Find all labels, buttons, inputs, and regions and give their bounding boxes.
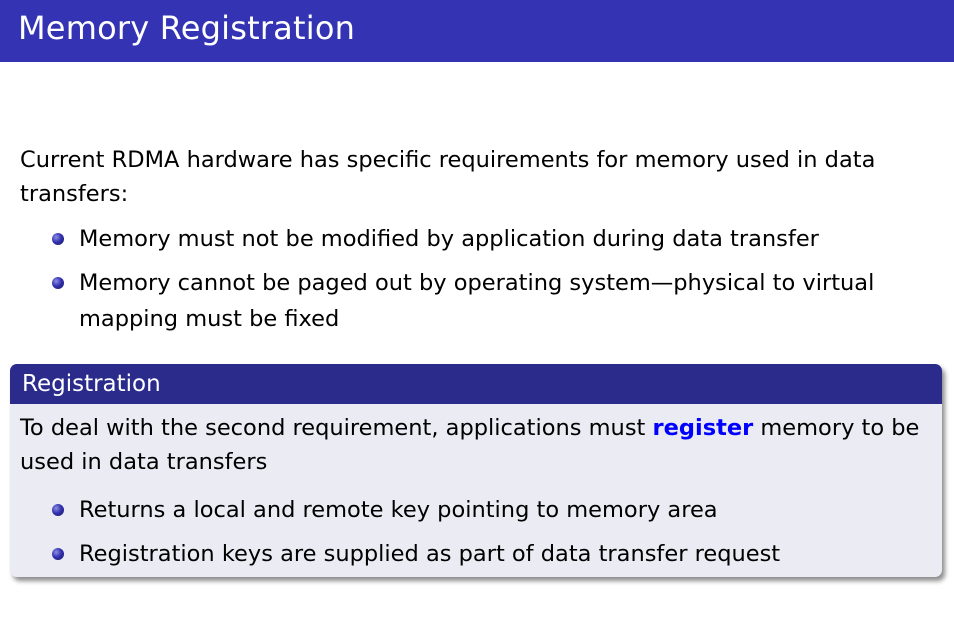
- bullet-text: Returns a local and remote key pointing …: [79, 497, 718, 523]
- list-item: Returns a local and remote key pointing …: [52, 492, 922, 528]
- title-bar: Memory Registration: [0, 0, 954, 62]
- bullet-icon: [52, 277, 64, 289]
- slide-title: Memory Registration: [18, 9, 356, 47]
- bullet-text: Memory cannot be paged out by operating …: [79, 270, 875, 332]
- block-title: Registration: [10, 364, 942, 404]
- bullet-icon: [52, 548, 64, 560]
- registration-block: Registration To deal with the second req…: [10, 364, 942, 577]
- block-text-before: To deal with the second requirement, app…: [20, 415, 653, 441]
- intro-paragraph: Current RDMA hardware has specific requi…: [20, 147, 876, 207]
- block-text-after: memory to be used in data transfers: [20, 415, 920, 475]
- bullet-icon: [52, 233, 64, 245]
- list-item: Memory cannot be paged out by operating …: [52, 265, 922, 337]
- block-paragraph: To deal with the second requirement, app…: [20, 411, 930, 479]
- requirements-list: Memory must not be modified by applicati…: [52, 221, 922, 345]
- highlight-register: register: [652, 415, 754, 441]
- list-item: Memory must not be modified by applicati…: [52, 221, 922, 257]
- list-item: Registration keys are supplied as part o…: [52, 536, 922, 572]
- bullet-icon: [52, 504, 64, 516]
- bullet-text: Registration keys are supplied as part o…: [79, 541, 781, 567]
- registration-list: Returns a local and remote key pointing …: [52, 492, 922, 580]
- bullet-text: Memory must not be modified by applicati…: [79, 226, 819, 252]
